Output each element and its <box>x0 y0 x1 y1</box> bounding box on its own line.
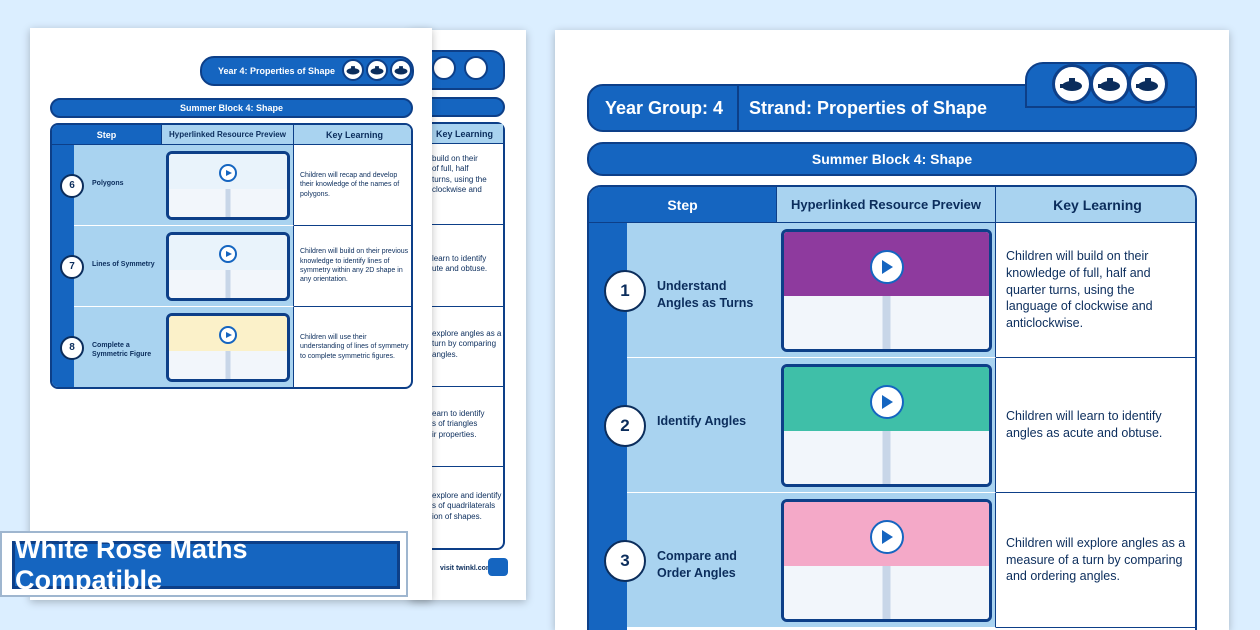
key-learning-cell: Children will use their understanding of… <box>294 307 411 387</box>
submarine-icon <box>342 59 364 81</box>
step-number: 8 <box>60 335 84 360</box>
left-block-bar: Summer Block 4: Shape <box>50 98 413 118</box>
banner-text: White Rose Maths Compatible <box>12 534 400 595</box>
twinkl-logo <box>488 558 508 576</box>
step-cell <box>627 223 777 358</box>
back-fragment-1: build on their of full, half turns, usin… <box>432 154 487 195</box>
left-header-preview: Hyperlinked Resource Preview <box>162 125 294 145</box>
block-title: Summer Block 4: Shape <box>811 151 973 167</box>
year-group: Year Group: 4 <box>589 86 739 130</box>
step-title: Identify Angles <box>657 414 747 428</box>
resource-preview-thumbnail[interactable] <box>781 499 992 622</box>
submarine-icon <box>464 56 488 80</box>
submarine-icon <box>1128 64 1168 104</box>
left-table: Step Hyperlinked Resource Preview Key Le… <box>50 123 413 389</box>
key-learning-cell: Children will build on their knowledge o… <box>996 223 1195 358</box>
resource-preview-thumbnail[interactable] <box>166 313 290 382</box>
play-icon[interactable] <box>219 325 237 344</box>
step-cell <box>74 145 162 226</box>
step-cell <box>74 307 162 387</box>
resource-preview-thumbnail[interactable] <box>166 151 290 220</box>
step-cell <box>627 358 777 493</box>
right-page: Year Group: 4 Strand: Properties of Shap… <box>555 30 1229 630</box>
submarine-icon <box>432 56 456 80</box>
left-header-key-learning: Key Learning <box>294 125 411 145</box>
right-table: Step Hyperlinked Resource Preview Key Le… <box>587 185 1197 630</box>
back-fragment-4: earn to identify s of triangles ir prope… <box>432 409 485 439</box>
play-icon[interactable] <box>219 244 237 263</box>
back-footer: visit twinkl.com <box>440 565 493 572</box>
key-learning-cell: Children will build on their previous kn… <box>294 226 411 307</box>
step-cell <box>74 226 162 307</box>
compatibility-banner: White Rose Maths Compatible <box>0 531 408 597</box>
step-number: 6 <box>60 173 84 198</box>
header-key-learning: Key Learning <box>996 187 1195 223</box>
header-step: Step <box>589 187 777 223</box>
strand-title: Strand: Properties of Shape <box>749 97 988 118</box>
block-bar: Summer Block 4: Shape <box>587 142 1197 176</box>
submarine-icon <box>1090 64 1130 104</box>
back-fragment-3: explore angles as a turn by comparing an… <box>432 329 502 359</box>
step-number: 7 <box>60 254 84 279</box>
resource-preview-thumbnail[interactable] <box>781 364 992 487</box>
left-block-title: Summer Block 4: Shape <box>179 103 284 113</box>
back-page: Key Learning build on their of full, hal… <box>410 30 526 600</box>
play-icon[interactable] <box>869 385 904 420</box>
step-title: Compare and Order Angles <box>657 549 737 580</box>
key-learning-cell: Children will explore angles as a measur… <box>996 493 1195 628</box>
play-icon[interactable] <box>869 520 904 555</box>
step-number: 2 <box>604 404 646 447</box>
resource-preview-thumbnail[interactable] <box>781 229 992 352</box>
left-page-title: Year 4: Properties of Shape <box>218 66 336 76</box>
step-title: Polygons <box>92 179 124 187</box>
step-cell <box>627 493 777 628</box>
back-fragment-5: explore and identify s of quadrilaterals… <box>432 491 502 521</box>
left-page: Year 4: Properties of Shape Summer Block… <box>30 28 432 600</box>
step-number: 1 <box>604 269 646 312</box>
submarine-icon <box>1052 64 1092 104</box>
header-preview: Hyperlinked Resource Preview <box>777 187 996 223</box>
submarine-icon <box>390 59 412 81</box>
play-icon[interactable] <box>219 163 237 182</box>
play-icon[interactable] <box>869 250 904 285</box>
left-header-step: Step <box>52 125 162 145</box>
resource-preview-thumbnail[interactable] <box>166 232 290 301</box>
key-learning-cell: Children will recap and develop their kn… <box>294 145 411 226</box>
step-title: Complete a Symmetric Figure <box>92 341 152 358</box>
step-title: Understand Angles as Turns <box>657 279 754 310</box>
submarine-icon <box>366 59 388 81</box>
back-header-key-learning: Key Learning <box>410 124 503 144</box>
back-fragment-2: learn to identify ute and obtuse. <box>432 254 488 274</box>
step-title: Lines of Symmetry <box>92 260 155 268</box>
step-number: 3 <box>604 539 646 582</box>
key-learning-cell: Children will learn to identify angles a… <box>996 358 1195 493</box>
